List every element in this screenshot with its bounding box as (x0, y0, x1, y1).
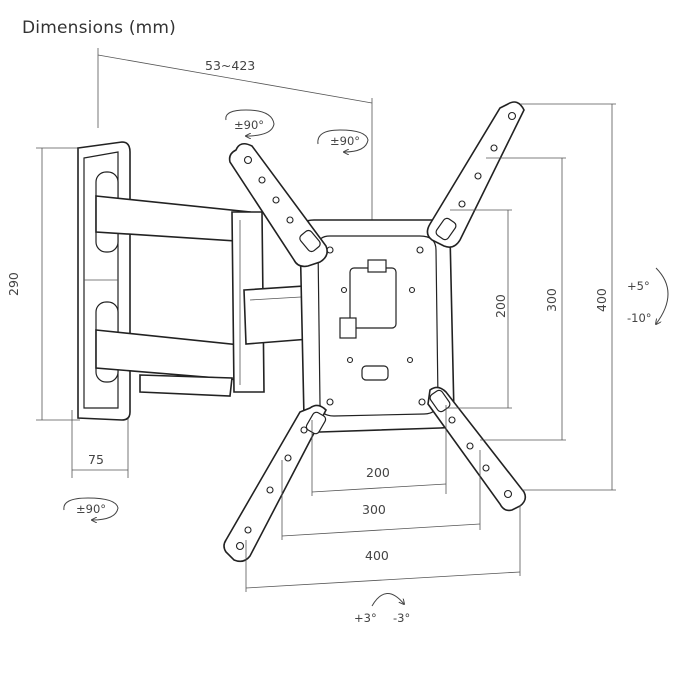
level-right-label: -3° (393, 611, 410, 625)
wall-plate (77, 141, 131, 421)
wall-height-label: 290 (6, 272, 21, 296)
dim-vesa-vertical: 200 300 400 (446, 103, 616, 491)
dim-vesa-horizontal: 200 300 400 (245, 405, 521, 592)
level-adjust-indicator: +3° -3° (354, 593, 410, 625)
vesa-center-plate (299, 219, 455, 433)
wall-depth-label: 75 (88, 452, 104, 467)
vesa-h-200-label: 200 (366, 465, 390, 480)
vesa-h-300-label: 300 (362, 502, 386, 517)
swivel-bottom-left-label: ±90° (76, 502, 106, 516)
tilt-indicator: +5° -10° (627, 267, 669, 325)
tilt-up-label: +5° (627, 279, 650, 293)
vesa-h-400-label: 400 (365, 548, 389, 563)
arm-extension-label: 53~423 (205, 58, 255, 73)
level-left-label: +3° (354, 611, 377, 625)
dim-arm-extension: 53~423 (97, 48, 373, 220)
swivel-top-left-indicator: ±90° (225, 109, 275, 136)
vesa-v-200-label: 200 (493, 294, 508, 318)
swivel-top-right-label: ±90° (330, 134, 360, 148)
vesa-bracket-bottom-right (427, 386, 527, 512)
page-title: Dimensions (mm) (22, 18, 177, 38)
tilt-down-label: -10° (627, 311, 652, 325)
vesa-bracket-top-left (228, 142, 328, 268)
dim-wall-height: 290 (6, 147, 80, 421)
swivel-top-left-label: ±90° (234, 118, 264, 132)
dim-wall-depth: 75 (71, 410, 129, 478)
swivel-top-right-indicator: ±90° (317, 129, 369, 152)
vesa-bracket-top-right (426, 101, 525, 248)
vesa-v-400-label: 400 (594, 288, 609, 312)
articulating-arm (95, 195, 323, 397)
swivel-bottom-left-indicator: ±90° (63, 497, 119, 520)
vesa-v-300-label: 300 (544, 288, 559, 312)
vesa-bracket-bottom-left (223, 404, 327, 563)
